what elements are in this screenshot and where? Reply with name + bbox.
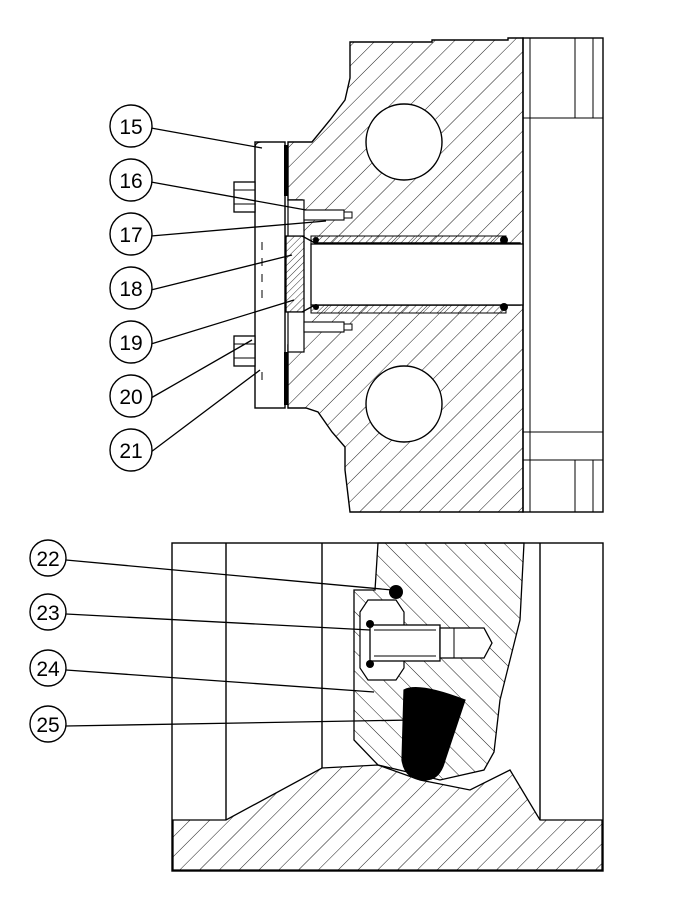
callout-17: 17	[109, 212, 153, 256]
bore-sleeve	[310, 235, 508, 314]
svg-text:19: 19	[119, 332, 142, 355]
lower-bolt-hole	[365, 365, 443, 443]
upper-bolt-hole	[365, 103, 443, 181]
bolt-upper	[233, 181, 256, 213]
bore	[310, 243, 524, 306]
callout-15: 15	[109, 104, 153, 148]
pin-lower	[303, 321, 353, 333]
retainer-plate	[287, 199, 305, 237]
callout-24: 24	[29, 649, 67, 687]
callout-19: 19	[109, 320, 153, 364]
filter-element	[285, 235, 305, 313]
callout-18: 18	[109, 266, 153, 310]
bolt-lower	[233, 335, 256, 367]
pin-upper	[303, 209, 353, 221]
svg-text:18: 18	[119, 278, 142, 301]
top-section-view	[233, 37, 604, 513]
cover-plate	[254, 141, 286, 409]
detail-view	[171, 542, 604, 872]
svg-text:23: 23	[36, 602, 59, 625]
o-ring-22	[389, 585, 403, 599]
callout-21: 21	[109, 428, 153, 472]
right-housing	[522, 37, 604, 513]
callout-22: 22	[29, 539, 67, 577]
svg-text:21: 21	[119, 440, 142, 463]
svg-text:22: 22	[36, 548, 59, 571]
svg-text:15: 15	[119, 116, 142, 139]
svg-text:24: 24	[36, 658, 60, 681]
svg-text:17: 17	[119, 224, 142, 247]
detail-base	[172, 764, 603, 871]
detail-seal	[401, 686, 466, 781]
svg-text:16: 16	[119, 170, 142, 193]
callout-16: 16	[109, 158, 153, 202]
top-callouts: 15 16 17 18 19 20 21	[109, 104, 327, 472]
detail-callouts: 22 23 24 25	[29, 539, 413, 743]
svg-text:20: 20	[119, 386, 142, 409]
callout-25: 25	[29, 705, 67, 743]
callout-20: 20	[109, 374, 153, 418]
callout-23: 23	[29, 593, 67, 631]
detail-pin	[369, 624, 493, 662]
svg-text:25: 25	[36, 714, 59, 737]
